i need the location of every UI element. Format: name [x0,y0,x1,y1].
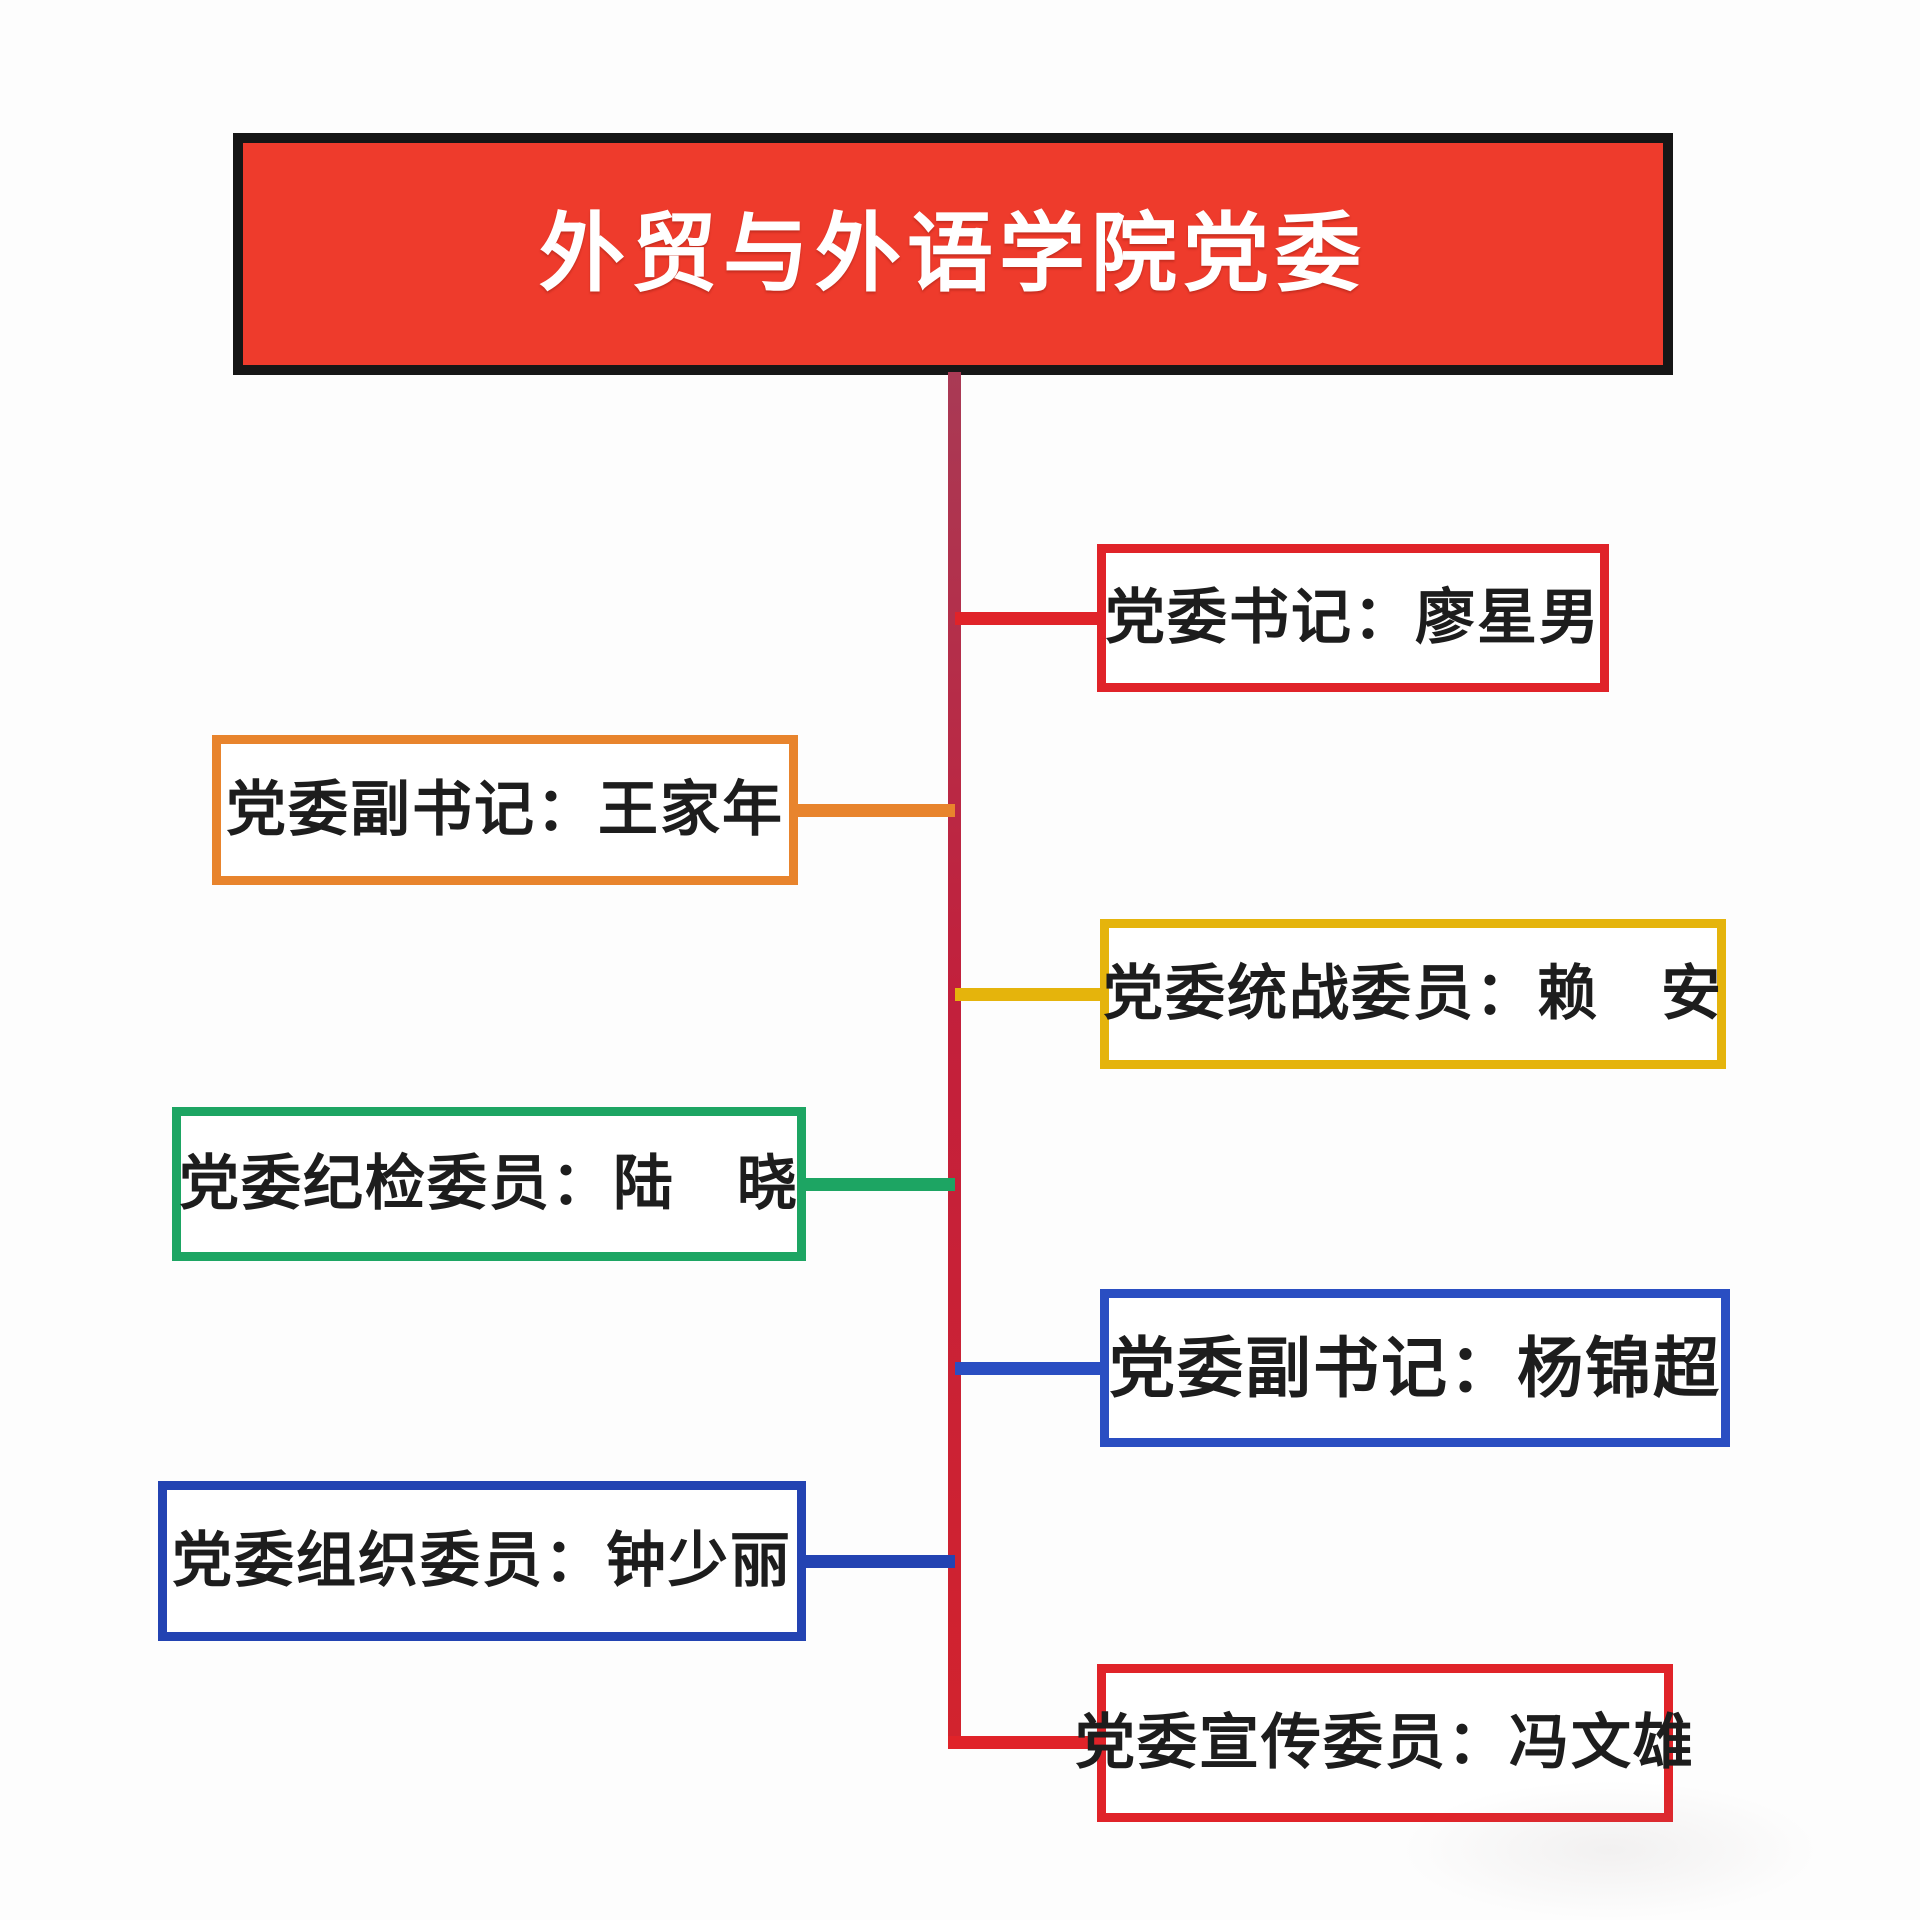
connector-deputy-secretary-yang [955,1362,1100,1375]
node-label: 党委副书记：王家年 [226,776,784,843]
connector-party-secretary [955,612,1100,625]
node-discipline-member: 党委纪检委员：陆 晓 [172,1107,824,1279]
connector-deputy-secretary-wang [798,804,955,817]
connector-propaganda-member [948,1736,1100,1749]
node-label: 党委组织委员：钟少丽 [172,1527,792,1594]
node-label: 党委副书记：杨锦超 [1109,1331,1721,1405]
node-organization-member: 党委组织委员：钟少丽 [158,1481,824,1659]
node-deputy-secretary-wang: 党委副书记：王家年 [212,735,816,903]
node-label: 党委书记：廖星男 [1105,584,1601,651]
connector-organization-member [806,1555,955,1568]
node-deputy-secretary-yang: 党委副书记：杨锦超 [1100,1289,1748,1465]
node-label: 党委纪检委员：陆 晓 [179,1150,799,1217]
node-label: 党委统战委员：赖 安 [1103,960,1723,1027]
node-label: 党委宣传委员：冯文雄 [1075,1709,1695,1776]
page-title: 外贸与外语学院党委 [539,206,1367,302]
node-united-front-member: 党委统战委员：赖 安 [1100,919,1744,1087]
connector-discipline-member [806,1178,955,1191]
connector-united-front-member [955,988,1100,1001]
node-propaganda-member: 党委宣传委员：冯文雄 [1075,1664,1693,1840]
title-banner: 外贸与外语学院党委 [233,133,1693,395]
node-party-secretary: 党委书记：廖星男 [1097,544,1627,710]
trunk-line [948,372,961,1749]
